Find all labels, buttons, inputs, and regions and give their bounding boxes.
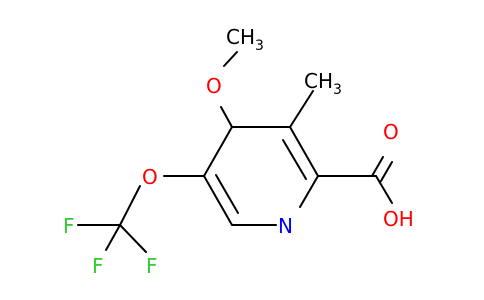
bond-c3-ch3 [289,90,314,128]
bond-c6-c5-double [215,174,239,214]
ether-oxygen-label: O [142,165,158,189]
bond-c4-o [220,106,233,128]
bond-c-o-double-1 [371,156,384,177]
fluorine-bottom-label: F [92,254,104,278]
bond-c-f-right [119,224,147,253]
bond-c5-c4 [203,126,233,177]
bond-c-f-bottom [105,224,121,251]
bond-c2-n [299,175,319,208]
bond-c-oh [375,175,393,204]
ring-nitrogen-label: N [278,214,293,238]
carbonyl-oxygen-label: O [383,120,399,144]
fluorine-right-label: F [146,254,158,278]
ring-methyl-label: CH3 [304,69,342,98]
hydroxyl-label: OH [383,207,414,231]
bond-c3-c2-double [282,139,307,180]
bond-o-ch3 [223,51,238,67]
bond-o-cf3 [119,185,141,226]
methoxy-oxygen-label: O [206,74,222,98]
bond-c6-c5 [203,175,233,226]
bond-c3-c2 [289,126,319,177]
fluorine-left-label: F [63,214,75,238]
bond-c-o-double-2 [380,161,393,182]
methoxy-methyl-label: CH3 [226,25,264,54]
